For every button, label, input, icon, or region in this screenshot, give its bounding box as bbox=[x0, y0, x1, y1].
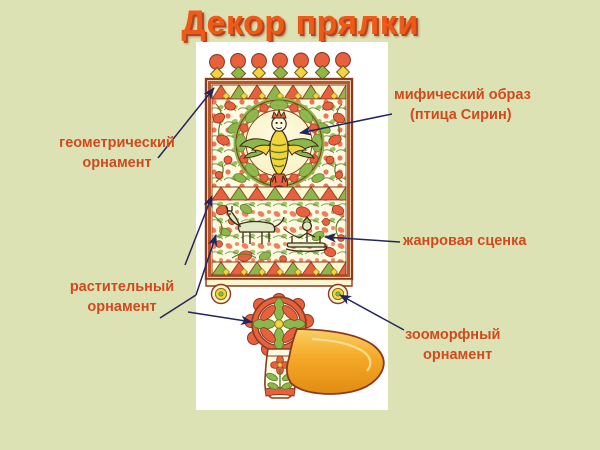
label-geometric-line1: геометрический bbox=[59, 135, 175, 151]
label-zoomorphic-ornament: зооморфный орнамент bbox=[405, 326, 585, 365]
label-genre-scene: жанровая сценка bbox=[403, 232, 583, 252]
label-geometric-line2: орнамент bbox=[82, 154, 152, 171]
middle-border bbox=[211, 185, 347, 201]
crown-diamonds bbox=[209, 64, 351, 82]
label-floral-line2: орнамент bbox=[87, 298, 157, 315]
sirin-medallion bbox=[233, 97, 325, 189]
label-zoomorphic-line2: орнамент bbox=[423, 346, 493, 363]
genre-scene bbox=[211, 199, 347, 263]
label-mythic-line2: (птица Сирин) bbox=[410, 106, 512, 123]
label-geometric-ornament: геометрический орнамент bbox=[42, 134, 192, 173]
label-mythic-line1: мифический образ bbox=[394, 87, 531, 103]
bottom-border bbox=[211, 260, 347, 276]
sleigh-figure bbox=[283, 215, 328, 252]
label-floral-ornament: растительный орнамент bbox=[52, 278, 192, 317]
horse-figure bbox=[225, 205, 285, 244]
label-genre-line1: жанровая сценка bbox=[403, 233, 527, 249]
top-border bbox=[211, 83, 347, 100]
distaff-handle bbox=[286, 328, 385, 395]
label-floral-line1: растительный bbox=[69, 279, 175, 295]
page-title: Декор прялки bbox=[181, 4, 419, 42]
distaff-board bbox=[204, 77, 385, 399]
label-mythic-image: мифический образ (птица Сирин) bbox=[394, 86, 584, 125]
label-zoomorphic-line1: зооморфный bbox=[405, 327, 501, 343]
distaff-artwork bbox=[204, 52, 385, 399]
wheel-rosette bbox=[244, 293, 314, 356]
crown-circles bbox=[209, 52, 351, 70]
upper-field bbox=[211, 97, 347, 189]
sirin-bird bbox=[238, 108, 320, 189]
